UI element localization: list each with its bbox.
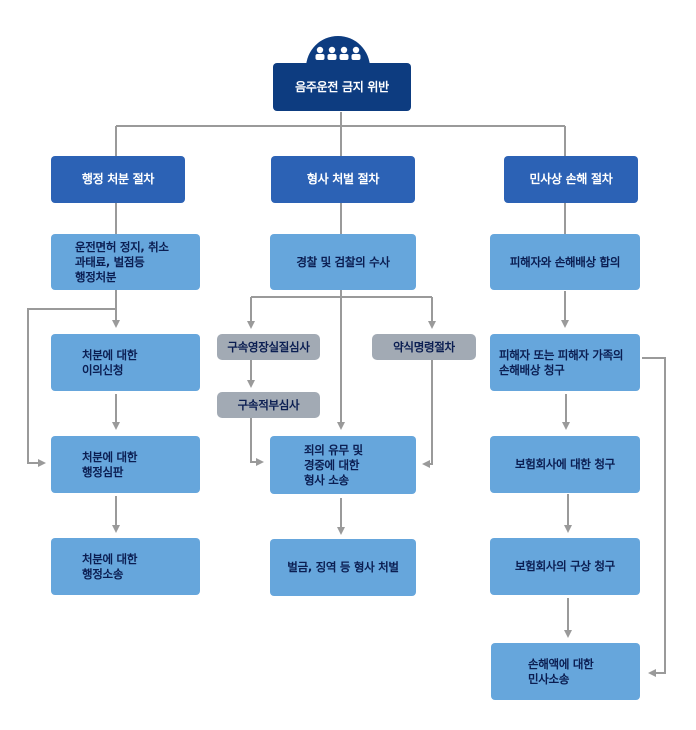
criminal-step-investigation: 경찰 및 검찰의 수사 xyxy=(270,234,416,290)
warrant-review-label: 구속영장실질심사 xyxy=(227,339,310,354)
admin-step-objection: 처분에 대한 이의신청 xyxy=(51,334,200,391)
criminal-warrant-review: 구속영장실질심사 xyxy=(217,334,320,360)
civil-header: 민사상 손해 절차 xyxy=(504,156,638,203)
criminal-trial-line-3: 형사 소송 xyxy=(304,472,349,487)
admin-header: 행정 처분 절차 xyxy=(51,156,185,203)
criminal-header-label: 형사 처벌 절차 xyxy=(306,172,380,186)
civil-step-5-line-2: 민사소송 xyxy=(528,671,570,686)
connector-summary-trial xyxy=(422,360,433,468)
admin-step-4-line-2: 행정소송 xyxy=(82,566,124,581)
connector-detention-trial xyxy=(250,418,264,466)
civil-header-label: 민사상 손해 절차 xyxy=(529,172,613,186)
civil-step-2-line-1: 피해자 또는 피해자 가족의 xyxy=(499,347,624,362)
admin-step-3-line-2: 행정심판 xyxy=(82,464,124,479)
criminal-punishment-label: 벌금, 징역 등 형사 처벌 xyxy=(287,560,399,574)
root-title: 음주운전 금지 위반 xyxy=(295,79,389,94)
admin-step-1-line-1: 운전면허 정지, 취소 xyxy=(75,239,169,254)
criminal-investigation-label: 경찰 및 검찰의 수사 xyxy=(296,254,390,269)
civil-step-subrogation: 보험회사의 구상 청구 xyxy=(490,538,640,595)
admin-step-2-line-1: 처분에 대한 xyxy=(82,347,138,362)
people-group-icon xyxy=(315,46,361,60)
criminal-step-trial: 죄의 유무 및 경중에 대한 형사 소송 xyxy=(270,436,416,494)
civil-step-3-label: 보험회사에 대한 청구 xyxy=(515,457,615,471)
civil-step-settlement: 피해자와 손해배상 합의 xyxy=(490,234,640,290)
civil-step-1-label: 피해자와 손해배상 합의 xyxy=(509,254,621,269)
criminal-step-punishment: 벌금, 징역 등 형사 처벌 xyxy=(270,539,416,596)
civil-step-4-label: 보험회사의 구상 청구 xyxy=(515,559,615,573)
criminal-summary-order: 약식명령절차 xyxy=(372,334,476,360)
criminal-trial-line-1: 죄의 유무 및 xyxy=(304,442,363,457)
criminal-trial-line-2: 경중에 대한 xyxy=(304,457,360,472)
admin-step-4-line-1: 처분에 대한 xyxy=(82,551,138,566)
criminal-detention-review: 구속적부심사 xyxy=(217,392,320,418)
admin-step-1-line-2: 과태료, 벌점등 xyxy=(75,254,145,269)
admin-step-3-line-1: 처분에 대한 xyxy=(82,449,138,464)
admin-step-1-line-3: 행정처분 xyxy=(75,269,117,284)
admin-step-lawsuit: 처분에 대한 행정소송 xyxy=(51,538,200,595)
criminal-header: 형사 처벌 절차 xyxy=(271,156,415,203)
connector-admin-bypass xyxy=(27,308,116,467)
detention-review-label: 구속적부심사 xyxy=(237,397,300,412)
connector-civil-bypass xyxy=(642,357,666,677)
root-node: 음주운전 금지 위반 xyxy=(273,63,411,111)
civil-step-2-line-2: 손해배상 청구 xyxy=(499,362,565,377)
admin-step-2-line-2: 이의신청 xyxy=(82,362,124,377)
civil-step-lawsuit: 손해액에 대한 민사소송 xyxy=(491,643,640,700)
admin-header-label: 행정 처분 절차 xyxy=(81,172,155,186)
summary-order-label: 약식명령절차 xyxy=(393,339,455,354)
civil-step-damage-claim: 피해자 또는 피해자 가족의 손해배상 청구 xyxy=(490,334,640,391)
admin-step-appeal: 처분에 대한 행정심판 xyxy=(51,436,200,493)
civil-step-5-line-1: 손해액에 대한 xyxy=(528,656,594,671)
admin-step-disposition: 운전면허 정지, 취소 과태료, 벌점등 행정처분 xyxy=(51,234,200,290)
civil-step-insurance-claim: 보험회사에 대한 청구 xyxy=(490,436,640,493)
